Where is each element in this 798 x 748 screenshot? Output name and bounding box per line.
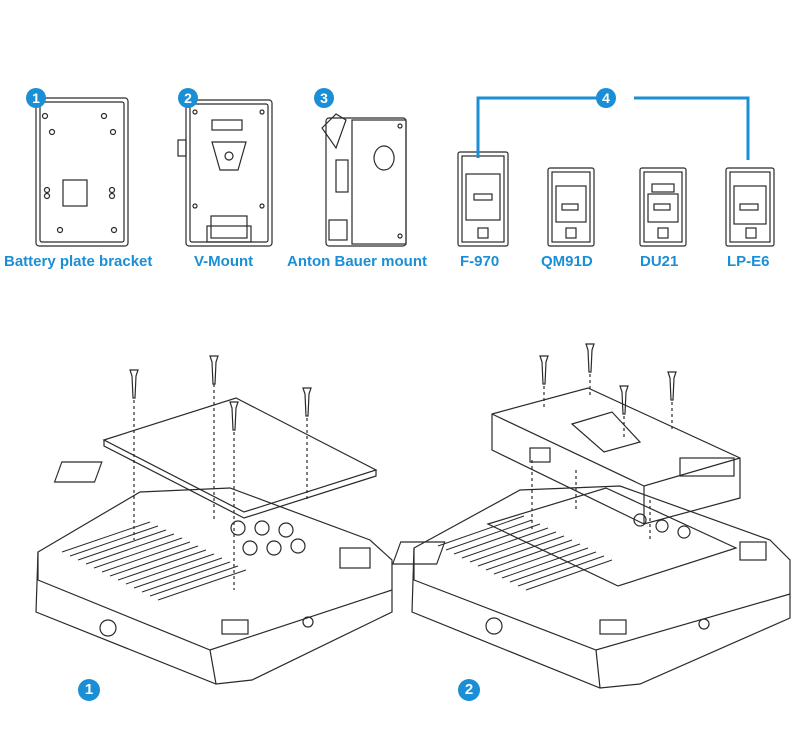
assembly-2-drawing — [391, 343, 791, 689]
label-adapter-du21: DU21 — [640, 253, 679, 270]
label-v-mount: V-Mount — [194, 253, 254, 270]
adapter-lp-e6-drawing — [725, 167, 775, 247]
heat-sink-fins — [61, 521, 247, 601]
adapter-qm91d-drawing — [547, 167, 595, 247]
battery-plate-bracket-drawing — [35, 97, 129, 247]
adapter-f970-drawing — [457, 151, 509, 247]
label-battery-plate-bracket: Battery plate bracket — [4, 253, 153, 270]
label-adapter-lp-e6: LP-E6 — [727, 253, 770, 270]
v-mount-drawing — [177, 99, 273, 247]
figure-2-number: 2 — [458, 679, 480, 701]
figure-1-number: 1 — [78, 679, 100, 701]
label-anton-bauer-mount: Anton Bauer mount — [287, 253, 427, 270]
item-3-number: 3 — [314, 88, 334, 108]
item-2-number: 2 — [178, 88, 198, 108]
assembly-1-drawing — [35, 355, 393, 685]
adapter-du21-drawing — [639, 167, 687, 247]
label-adapter-qm91d: QM91D — [541, 253, 593, 270]
label-adapter-f970: F-970 — [460, 253, 500, 270]
adapters-group-bracket — [476, 96, 750, 160]
item-4-number: 4 — [596, 88, 616, 108]
anton-bauer-mount-drawing — [321, 113, 407, 247]
item-1-number: 1 — [26, 88, 46, 108]
